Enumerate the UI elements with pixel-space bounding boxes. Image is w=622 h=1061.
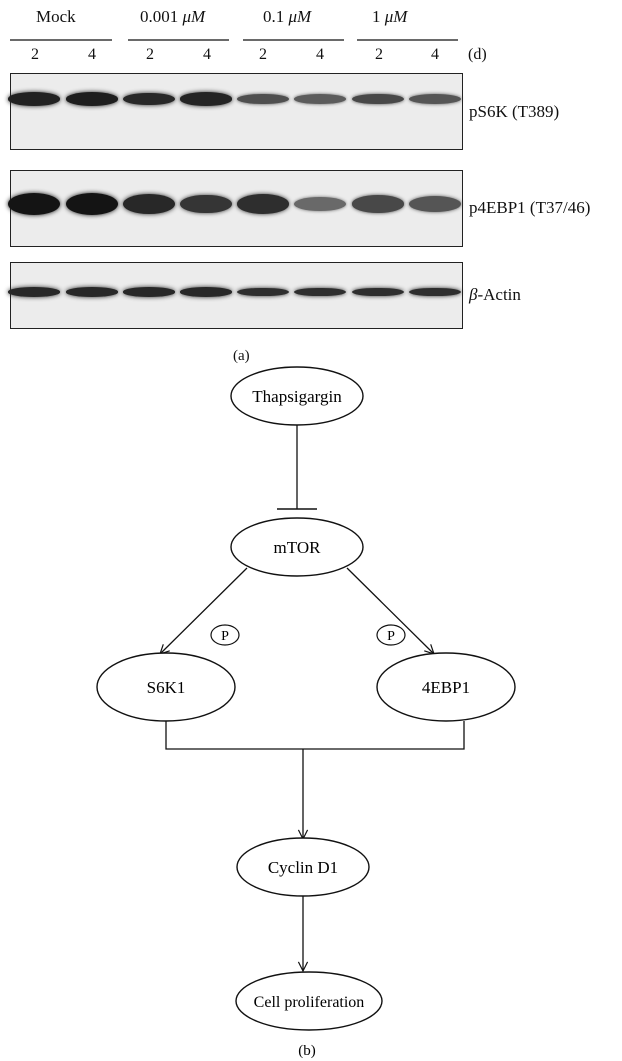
group-underlines — [10, 39, 458, 41]
time-label: 2 — [31, 46, 39, 63]
blot-label-p4ebp1: p4EBP1 (T37/46) — [469, 198, 591, 217]
node-s6k1-label: S6K1 — [147, 678, 186, 697]
blot-band — [237, 287, 289, 297]
activation-edge-s6k1 — [160, 567, 248, 654]
node-thapsigargin-label: Thapsigargin — [252, 387, 342, 406]
time-label: 4 — [316, 46, 324, 63]
time-label: 4 — [88, 46, 96, 63]
blot-band — [409, 196, 461, 212]
panel-caption-a: (a) — [233, 348, 250, 364]
time-label: 2 — [259, 46, 267, 63]
time-label: 4 — [203, 46, 211, 63]
blot-band — [66, 92, 118, 106]
node-4ebp1 — [376, 652, 516, 722]
phospho-marker-left-label: P — [221, 629, 229, 644]
blot-band — [123, 193, 175, 215]
blot-band — [180, 194, 232, 214]
blot-band — [409, 287, 461, 297]
node-cyclin-d1-label: Cyclin D1 — [268, 858, 338, 877]
group-label-0001uM: 0.001 μM — [140, 7, 206, 26]
time-unit-label: (d) — [468, 46, 487, 63]
group-label-01uM: 0.1 μM — [263, 7, 312, 26]
group-label-mock: Mock — [36, 7, 76, 26]
blot-band — [123, 92, 175, 106]
blot-band — [352, 93, 404, 105]
blot-band — [352, 195, 404, 213]
blot-band — [294, 287, 346, 297]
blot-band — [352, 287, 404, 297]
blot-band — [180, 287, 232, 297]
phospho-marker-left — [210, 624, 240, 646]
time-label: 2 — [375, 46, 383, 63]
blot-band — [66, 193, 118, 215]
blot-band — [237, 194, 289, 214]
node-mtor — [230, 517, 364, 577]
blot-p4ebp1 — [8, 170, 463, 247]
blot-band — [8, 287, 60, 297]
node-cell-proliferation — [235, 971, 383, 1031]
group-label-1uM: 1 μM — [372, 7, 408, 26]
blot-band — [294, 94, 346, 104]
blot-band — [294, 196, 346, 212]
pathway-diagram: Thapsigargin mTOR P P S6K1 4EBP1 Cyclin … — [96, 366, 516, 1059]
blot-ps6k — [8, 73, 463, 150]
merge-bracket — [165, 721, 465, 750]
blot-band — [237, 93, 289, 105]
time-label: 2 — [146, 46, 154, 63]
blot-band — [123, 287, 175, 297]
node-4ebp1-label: 4EBP1 — [422, 678, 470, 697]
blot-label-ps6k: pS6K (T389) — [469, 102, 560, 121]
panel-caption-b: (b) — [298, 1043, 316, 1059]
blot-beta-actin — [8, 262, 463, 329]
activation-edge-4ebp1 — [346, 567, 434, 654]
phospho-marker-right — [376, 624, 406, 646]
phospho-marker-right-label: P — [387, 629, 395, 644]
node-mtor-label: mTOR — [274, 538, 322, 557]
blot-label-beta-actin: β-Actin — [469, 285, 521, 304]
time-label: 4 — [431, 46, 439, 63]
blot-band — [66, 287, 118, 297]
blot-band — [8, 193, 60, 215]
blot-band — [409, 93, 461, 105]
blot-band — [180, 92, 232, 106]
blot-band — [8, 92, 60, 106]
node-cell-proliferation-label: Cell proliferation — [254, 994, 365, 1011]
